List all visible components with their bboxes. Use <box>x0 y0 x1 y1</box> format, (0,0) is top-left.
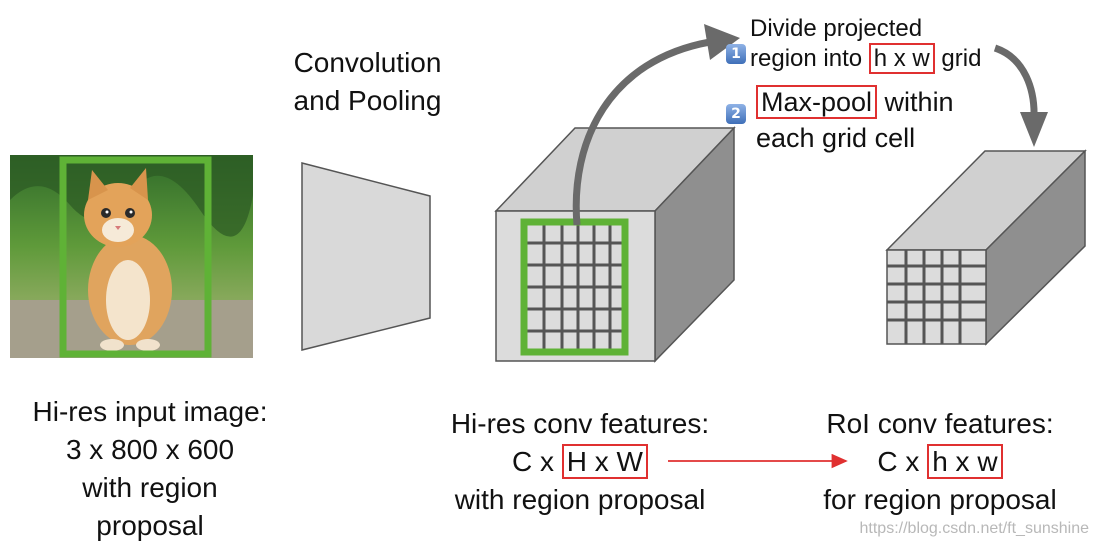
step2-badge-icon: 2 <box>726 104 746 124</box>
convolution-label-line1: Convolution <box>293 47 442 78</box>
step1-line2: region into h x w grid <box>750 43 982 74</box>
step2-highlight-maxpool: Max-pool <box>756 85 878 119</box>
curved-arrow-pool <box>993 44 1038 119</box>
roi-features-highlight-hxw: h x w <box>927 444 1003 479</box>
step1-highlight-hxw: h x w <box>868 43 935 74</box>
watermark: https://blog.csdn.net/ft_sunshine <box>859 520 1089 537</box>
input-image-caption: Hi-res input image: 3 x 800 x 600 with r… <box>0 393 300 545</box>
convolution-trapezoid <box>301 162 431 351</box>
input-caption-line3: with region <box>82 472 218 503</box>
step1-line2-pre: region into <box>750 45 869 72</box>
convolution-label: Convolution and Pooling <box>270 44 465 120</box>
step1-line2-post: grid <box>934 45 982 72</box>
step2-line1-post: within <box>877 87 954 117</box>
input-caption-line1: Hi-res input image: <box>32 396 268 427</box>
region-proposal-box <box>59 156 212 358</box>
curved-arrow-project-head <box>704 24 740 60</box>
roi-grid <box>887 250 986 344</box>
conv-features-line2: C x H x W <box>420 443 740 481</box>
conv-features-line1: Hi-res conv features: <box>450 408 710 439</box>
conv-grid <box>524 222 625 352</box>
roi-features-caption: RoI conv features: C x h x w for region … <box>790 405 1090 519</box>
kitten-image <box>10 155 253 358</box>
roi-feature-box <box>885 149 1087 346</box>
step1-text: Divide projected region into h x w grid <box>750 14 981 74</box>
step2-line1: Max-pool within <box>756 84 954 120</box>
step1-badge-icon: 1 <box>726 44 746 64</box>
roi-features-line2-pre: C x <box>877 446 928 477</box>
roi-features-line1: RoI conv features: <box>826 408 1054 439</box>
step1-line1: Divide projected <box>750 15 923 42</box>
curved-arrow-pool-head <box>1020 112 1048 147</box>
conv-features-line3: with region proposal <box>454 484 706 515</box>
input-caption-line2: 3 x 800 x 600 <box>65 434 235 465</box>
conv-features-highlight-HxW: H x W <box>561 444 648 479</box>
roi-features-line3: for region proposal <box>823 484 1057 515</box>
step2-line2: each grid cell <box>756 123 916 153</box>
roi-features-line2: C x h x w <box>790 443 1090 481</box>
curved-arrow-project <box>572 38 711 226</box>
conv-features-caption: Hi-res conv features: C x H x W with reg… <box>420 405 740 519</box>
conv-features-line2-pre: C x <box>512 446 562 477</box>
input-caption-line4: proposal <box>96 510 204 541</box>
convolution-label-line2: and Pooling <box>293 85 442 116</box>
step2-text: Max-pool within each grid cell <box>756 84 954 156</box>
